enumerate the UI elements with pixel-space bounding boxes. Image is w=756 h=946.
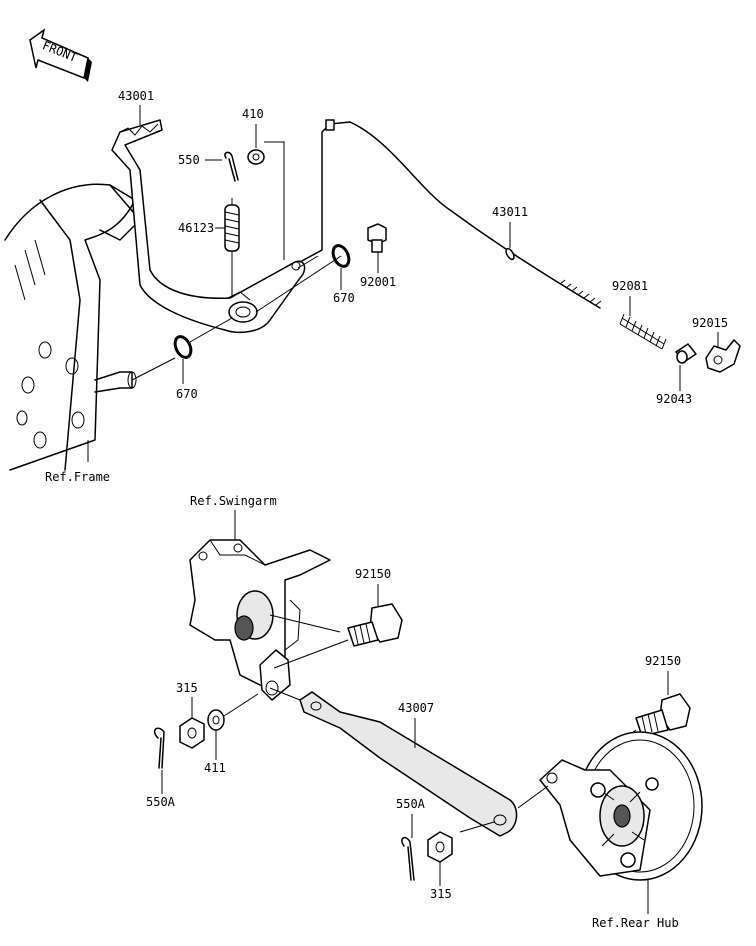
part-315-nut-left — [179, 717, 205, 749]
part-92150-bolt-lower — [635, 693, 691, 737]
part-550A-cotter-pin-left — [153, 727, 165, 769]
part-label-550A-left: 550A — [146, 795, 176, 809]
part-550A-cotter-pin-lower — [401, 836, 415, 881]
part-label-43001: 43001 — [118, 89, 154, 103]
part-label-43011: 43011 — [492, 205, 528, 219]
part-label-92001: 92001 — [360, 275, 396, 289]
part-43007-torque-link — [299, 691, 518, 837]
part-label-92043: 92043 — [656, 392, 692, 406]
part-label-92015: 92015 — [692, 316, 728, 330]
part-label-43007: 43007 — [398, 701, 434, 715]
part-label-670-lower: 670 — [176, 387, 198, 401]
part-label-411: 411 — [204, 761, 226, 775]
part-label-315-lower: 315 — [430, 887, 452, 901]
part-92015-wing-nut — [705, 339, 741, 373]
part-46123-spring — [224, 198, 240, 298]
part-label-46123: 46123 — [178, 221, 214, 235]
swingarm-drawing — [189, 539, 331, 701]
part-411-washer — [207, 709, 225, 731]
ref-swingarm-label: Ref.Swingarm — [190, 494, 277, 508]
part-label-410: 410 — [242, 107, 264, 121]
part-92081-spring — [619, 313, 667, 350]
part-43011-brake-rod — [297, 119, 602, 309]
ref-rear-hub-label: Ref.Rear Hub — [592, 916, 679, 930]
part-label-670-upper: 670 — [333, 291, 355, 305]
part-92043-pin — [675, 343, 697, 364]
part-550-cotter-pin — [224, 151, 239, 182]
part-label-92150-upper: 92150 — [355, 567, 391, 581]
frame-drawing — [4, 183, 176, 471]
part-label-550: 550 — [178, 153, 200, 167]
part-92150-bolt-upper — [347, 603, 403, 647]
part-label-550A-lower: 550A — [396, 797, 426, 811]
part-label-92150-lower: 92150 — [645, 654, 681, 668]
part-label-92081: 92081 — [612, 279, 648, 293]
part-92001-bolt — [367, 223, 387, 253]
part-670-o-ring-upper — [331, 244, 351, 268]
ref-frame-label: Ref.Frame — [45, 470, 110, 484]
part-670-o-ring-lower — [173, 335, 193, 359]
part-label-315-left: 315 — [176, 681, 198, 695]
brake-pedal — [111, 119, 306, 333]
part-410-washer — [247, 149, 265, 165]
rear-hub-drawing — [539, 731, 703, 881]
front-arrow-icon: FRONT — [29, 28, 92, 82]
part-315-nut-lower — [427, 831, 453, 863]
